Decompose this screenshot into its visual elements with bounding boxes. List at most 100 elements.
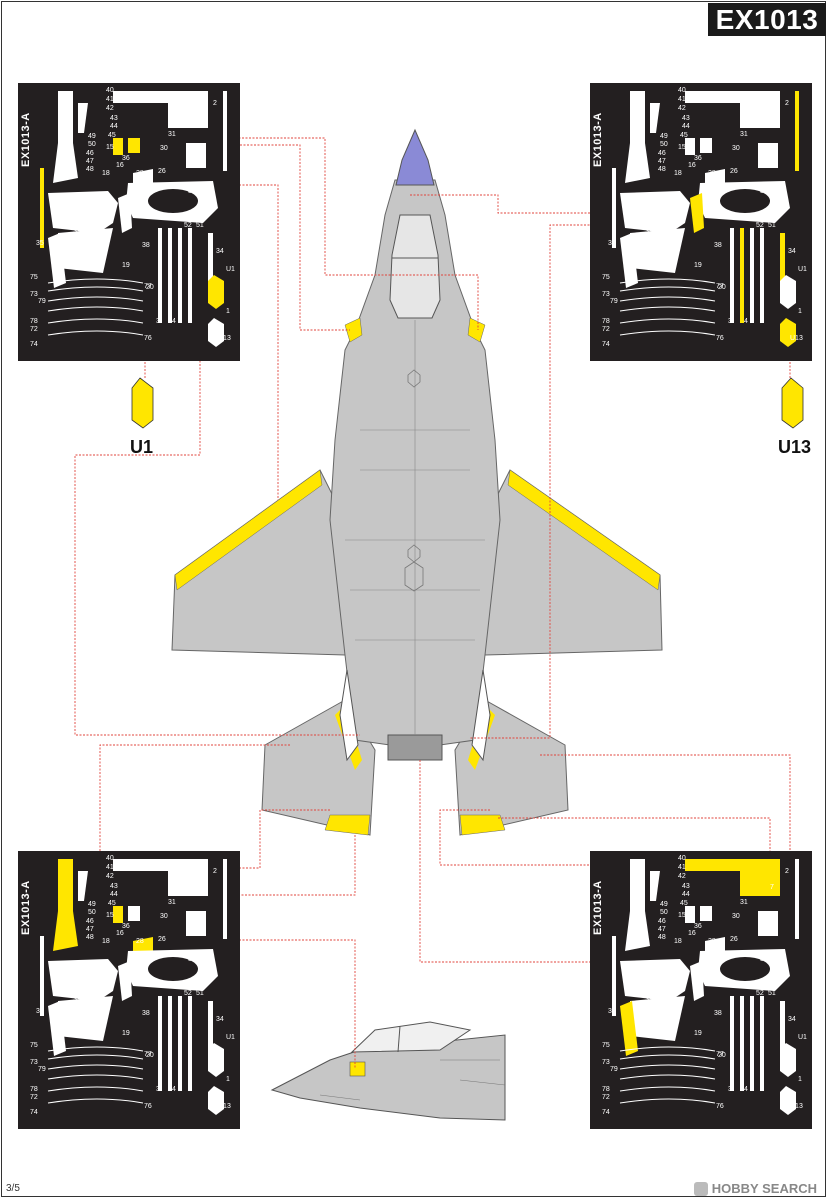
part-number-4: 4 [172, 318, 176, 325]
canopy [389, 214, 441, 319]
aircraft-side-view [270, 1021, 506, 1121]
mask-37 [758, 143, 778, 168]
part-number-18: 18 [674, 170, 682, 177]
mask-left-strip [612, 936, 616, 1016]
mask-thin-curve [619, 330, 716, 336]
part-number-1: 1 [226, 1076, 230, 1083]
mask-26 [705, 937, 725, 954]
part-number-44: 44 [110, 123, 118, 130]
part-number-52: 52 [184, 990, 192, 997]
part-number-44: 44 [682, 123, 690, 130]
side-intake-mask [349, 1061, 366, 1077]
part-number-3: 3 [156, 1086, 160, 1093]
mask-vertical-bar [740, 228, 744, 323]
part-number-38: 38 [142, 242, 150, 249]
external-part-u1-shape [131, 377, 154, 429]
mask-vertical-bar [730, 228, 734, 323]
part-number-46: 46 [86, 150, 94, 157]
mask-thin-curve [619, 306, 716, 312]
mask-34-bar [208, 1001, 213, 1056]
part-number-44: 44 [110, 891, 118, 898]
mask-36 [685, 138, 695, 155]
mask-wing-panel [620, 959, 690, 1001]
part-number-20: 20 [146, 284, 154, 291]
part-number-8: 8 [210, 974, 214, 981]
part-number-1: 1 [798, 308, 802, 315]
part-number-77: 77 [716, 283, 724, 290]
mask-39-edge [620, 1001, 638, 1056]
part-number-50: 50 [660, 909, 668, 916]
mask-thin-curve [47, 1074, 144, 1080]
mask-right-strip [223, 91, 227, 171]
mask-right-strip [795, 859, 799, 939]
mask-u1 [208, 275, 224, 309]
mask-vertical-bar [168, 996, 172, 1091]
part-number-15: 15 [106, 912, 114, 919]
mask-lower-left-block [625, 911, 650, 951]
part-number-77: 77 [144, 1051, 152, 1058]
part-number-7: 7 [198, 884, 202, 891]
nose-cone [395, 128, 435, 186]
part-number-79: 79 [38, 1066, 46, 1073]
panel-hexagon [404, 561, 424, 592]
part-number-42: 42 [106, 873, 114, 880]
part-number-16: 16 [116, 162, 124, 169]
mask-curved-edge [690, 193, 704, 233]
mask-36 [113, 138, 123, 155]
mask-thin-curve [619, 1098, 716, 1104]
part-number-7: 7 [198, 116, 202, 123]
part-number-49: 49 [88, 133, 96, 140]
part-number-2: 2 [785, 868, 789, 875]
right-weapon-bay-door [471, 669, 491, 762]
part-number-40: 40 [106, 87, 114, 94]
mask-vertical-bar [168, 228, 172, 323]
part-number-16: 16 [688, 162, 696, 169]
mask-lower-panel [58, 996, 113, 1041]
part-number-46: 46 [658, 150, 666, 157]
mask-vertical-bar [178, 228, 182, 323]
part-number-52: 52 [184, 222, 192, 229]
part-number-52: 52 [756, 990, 764, 997]
part-number-51: 51 [768, 990, 776, 997]
mask-vertical-bar [188, 996, 192, 1091]
mask-oval-hole [148, 957, 198, 981]
mask-top-frame [685, 859, 780, 896]
mask-thin-curve [619, 1046, 716, 1052]
exhaust-nozzle [387, 734, 443, 761]
part-number-35: 35 [608, 240, 616, 247]
part-number-73: 73 [602, 1059, 610, 1066]
part-number-2: 2 [213, 868, 217, 875]
part-number-35: 35 [608, 1008, 616, 1015]
mask-vertical-bar [158, 228, 162, 323]
part-number-73: 73 [30, 1059, 38, 1066]
mask-wing-panel [48, 959, 118, 1001]
part-number-8: 8 [782, 974, 786, 981]
mask-thin-curve [619, 296, 716, 302]
part-number-51: 51 [768, 222, 776, 229]
part-number-39: 39 [645, 996, 653, 1003]
part-number-u13: U13 [790, 335, 803, 342]
part-number-1: 1 [226, 308, 230, 315]
mask-36 [113, 906, 123, 923]
part-number-39: 39 [73, 228, 81, 235]
mask-vertical-bar [178, 996, 182, 1091]
part-number-u1: U1 [226, 266, 235, 273]
part-number-45: 45 [680, 132, 688, 139]
page-number: 3/5 [6, 1183, 20, 1194]
part-number-52: 52 [756, 222, 764, 229]
mask-34-bar [208, 233, 213, 288]
mask-thin-curve [619, 286, 716, 292]
part-number-18: 18 [102, 170, 110, 177]
part-number-77: 77 [716, 1051, 724, 1058]
part-number-43: 43 [110, 115, 118, 122]
part-number-40: 40 [678, 87, 686, 94]
mask-thin-curve [47, 1098, 144, 1104]
external-part-u13-label: U13 [778, 437, 812, 457]
mask-oval-hole [148, 189, 198, 213]
part-number-72: 72 [602, 326, 610, 333]
left-wing-leading-edge-mask [174, 469, 323, 591]
part-number-u13: U13 [790, 1103, 803, 1110]
